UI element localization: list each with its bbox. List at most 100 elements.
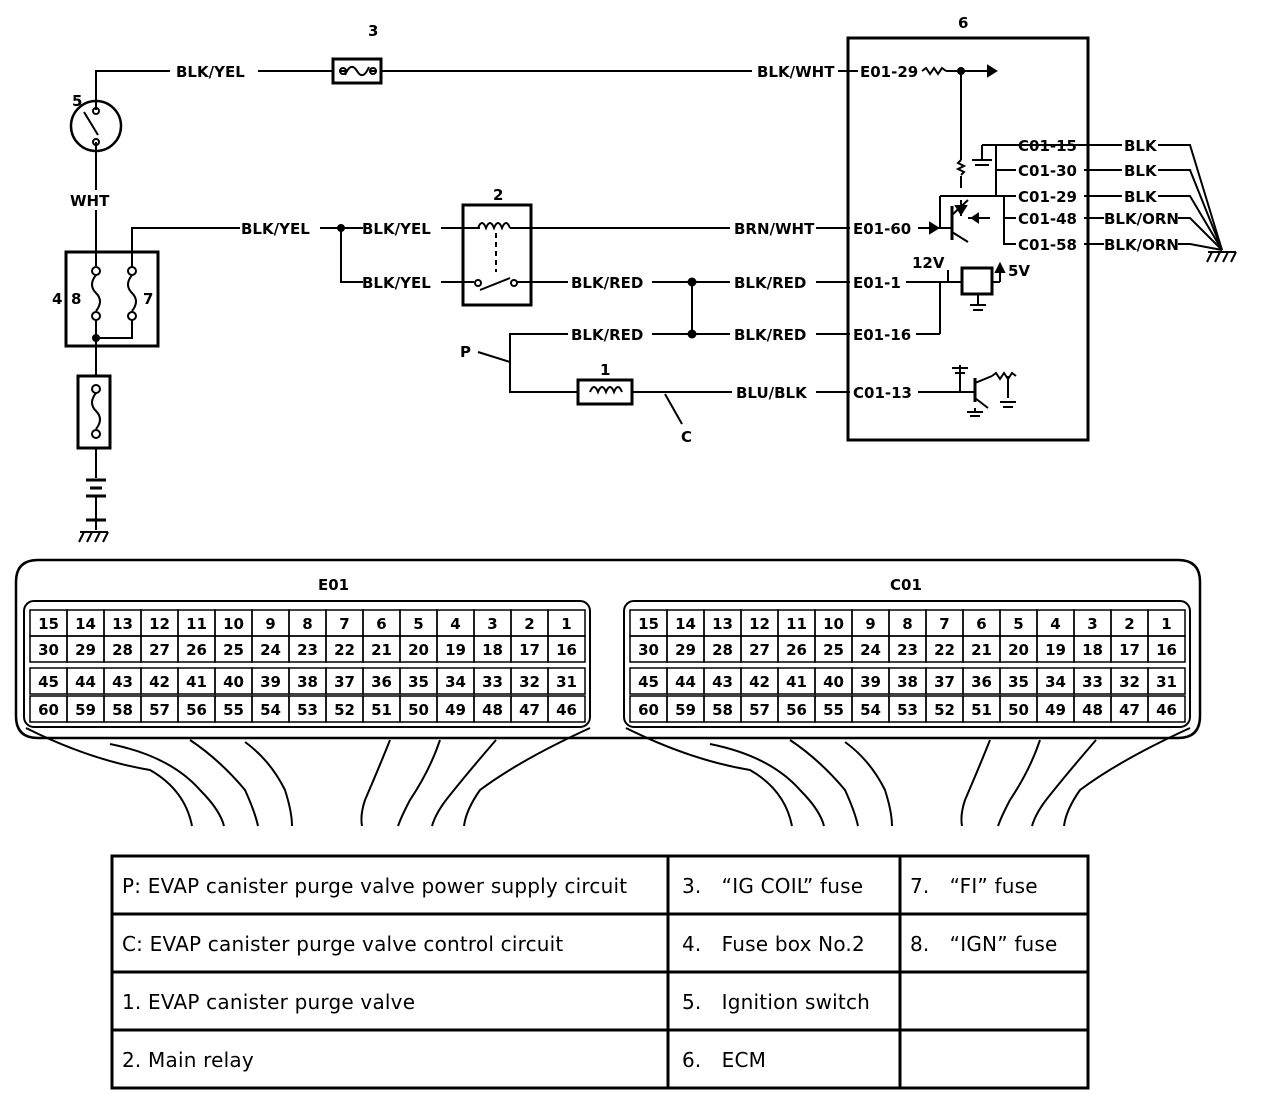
connector-pin-number: 45	[38, 673, 59, 691]
connector-pin-number: 34	[1045, 673, 1066, 691]
wire-label: BLK/YEL	[241, 220, 310, 238]
wire-label: BLU/BLK	[736, 384, 808, 402]
voltage-label: 12V	[912, 254, 945, 272]
connector-name: C01	[890, 576, 922, 594]
connector-pin-number: 42	[749, 673, 770, 691]
connector-pin-number: 7	[339, 615, 349, 633]
connector-pin-number: 49	[445, 701, 466, 719]
connector-pin-number: 10	[823, 615, 844, 633]
connector-pin-number: 20	[1008, 641, 1029, 659]
connector-pin-number: 4	[450, 615, 460, 633]
connector-pin-number: 30	[38, 641, 59, 659]
ecm-pin-label: C01-15	[1018, 137, 1077, 155]
ecm-pin-label: E01-16	[853, 326, 911, 344]
wire-label: BLK/RED	[734, 326, 806, 344]
connector-pin-number: 40	[223, 673, 244, 691]
connector-pin-number: 47	[519, 701, 540, 719]
component-number: 6	[958, 14, 968, 32]
connector-pin-number: 17	[1119, 641, 1140, 659]
connector-pin-number: 59	[75, 701, 96, 719]
connector-pin-number: 38	[897, 673, 918, 691]
connector-pin-number: 27	[149, 641, 170, 659]
wire-label: BLK/RED	[734, 274, 806, 292]
connector-pin-number: 49	[1045, 701, 1066, 719]
connector-pin-number: 31	[1156, 673, 1177, 691]
connector-pin-number: 16	[1156, 641, 1177, 659]
connector-pin-number: 30	[638, 641, 659, 659]
connector-pin-number: 16	[556, 641, 577, 659]
connector-pin-number: 60	[38, 701, 59, 719]
connector-pin-number: 51	[371, 701, 392, 719]
connector-pin-number: 56	[786, 701, 807, 719]
connector-pin-number: 27	[749, 641, 770, 659]
connector-pin-number: 36	[971, 673, 992, 691]
connector-pin-number: 8	[902, 615, 912, 633]
connector-pin-number: 48	[1082, 701, 1103, 719]
connector-pin-number: 22	[334, 641, 355, 659]
connector-pin-number: 20	[408, 641, 429, 659]
connector-pin-number: 50	[1008, 701, 1029, 719]
connector-pin-number: 19	[1045, 641, 1066, 659]
connector-pin-number: 46	[556, 701, 577, 719]
legend-cell: 1. EVAP canister purge valve	[122, 990, 415, 1014]
connector-pin-number: 53	[297, 701, 318, 719]
legend-cell: P: EVAP canister purge valve power suppl…	[122, 874, 627, 898]
ecm-pin-label: C01-48	[1018, 210, 1077, 228]
connector-pin-number: 60	[638, 701, 659, 719]
ecm-pin-label: C01-29	[1018, 188, 1077, 206]
connector-pin-cell	[1147, 695, 1186, 723]
connector-pin-number: 8	[302, 615, 312, 633]
connector-pin-number: 25	[223, 641, 244, 659]
connector-pin-number: 1	[561, 615, 571, 633]
connector-pin-number: 31	[556, 673, 577, 691]
ecm-pin-label: E01-1	[853, 274, 901, 292]
component-number: 1	[600, 361, 610, 379]
connector-pin-number: 28	[112, 641, 133, 659]
connector-pin-number: 24	[260, 641, 281, 659]
connector-pin-number: 13	[712, 615, 733, 633]
ecm-pin-label: C01-13	[853, 384, 912, 402]
wire-label: BLK	[1124, 137, 1158, 155]
wire-label: BLK/YEL	[362, 274, 431, 292]
ecm-pin-label: E01-60	[853, 220, 911, 238]
connector-pin-number: 54	[860, 701, 881, 719]
connector-pin-number: 2	[1124, 615, 1134, 633]
connector-pin-number: 21	[971, 641, 992, 659]
connector-pin-number: 52	[934, 701, 955, 719]
connector-pin-number: 6	[376, 615, 386, 633]
component-number: 8	[71, 290, 81, 308]
connector-pin-cell	[1147, 667, 1186, 695]
connector-pin-number: 28	[712, 641, 733, 659]
wire-label: BLK	[1124, 162, 1158, 180]
wire-label: BRN/WHT	[734, 220, 815, 238]
connector-pin-number: 39	[260, 673, 281, 691]
connector-pin-cell	[547, 695, 586, 723]
voltage-label: 5V	[1008, 262, 1030, 280]
connector-pin-number: 58	[112, 701, 133, 719]
connector-pin-number: 33	[482, 673, 503, 691]
connector-pin-number: 3	[1087, 615, 1097, 633]
connector-pin-number: 22	[934, 641, 955, 659]
component-number: 5	[72, 92, 82, 110]
connector-pin-number: 59	[675, 701, 696, 719]
connector-pin-number: 55	[223, 701, 244, 719]
connector-pin-number: 39	[860, 673, 881, 691]
legend-cell: 8. “IGN” fuse	[910, 932, 1058, 956]
legend-cell: 2. Main relay	[122, 1048, 254, 1072]
connector-pin-number: 29	[75, 641, 96, 659]
connector-pin-number: 3	[487, 615, 497, 633]
wire-label: BLK	[1124, 188, 1158, 206]
component-number: 2	[493, 186, 503, 204]
connector-pin-number: 47	[1119, 701, 1140, 719]
connector-pin-cell	[547, 667, 586, 695]
component-number: 4	[52, 290, 62, 308]
wire-label: WHT	[70, 192, 110, 210]
connector-pin-number: 41	[786, 673, 807, 691]
component-number: 3	[368, 22, 378, 40]
ecm-pin-label: E01-29	[860, 63, 918, 81]
connector-pin-number: 14	[675, 615, 696, 633]
connector-pin-number: 38	[297, 673, 318, 691]
connector-pin-number: 34	[445, 673, 466, 691]
connector-pin-number: 19	[445, 641, 466, 659]
